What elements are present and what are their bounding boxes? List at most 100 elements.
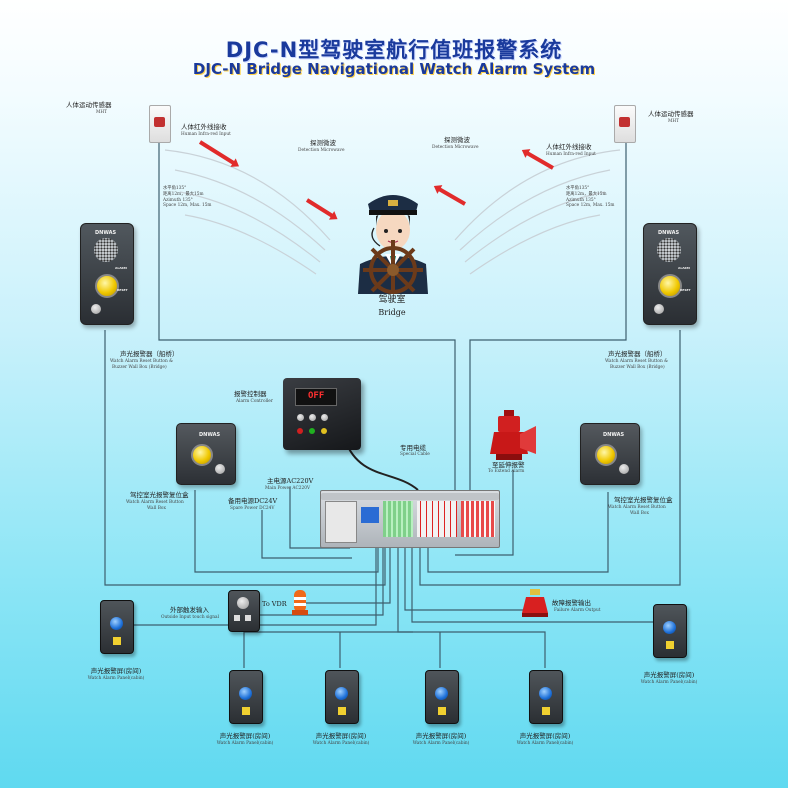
cabin-panel-1 bbox=[100, 600, 134, 654]
extend-alarm-horn bbox=[490, 410, 536, 460]
cabin-panel-1-label: 声光报警屏(房间) bbox=[90, 667, 142, 675]
indicator-led bbox=[321, 428, 327, 434]
detection-arc bbox=[179, 191, 321, 263]
detection-arc bbox=[459, 169, 611, 251]
failure-alarm-label: 故障报警输出 bbox=[552, 599, 591, 607]
reset-button[interactable] bbox=[191, 444, 213, 466]
relay-module bbox=[361, 507, 379, 523]
wire bbox=[158, 142, 456, 490]
wall-box-brand: DNWAS bbox=[658, 230, 680, 236]
wire bbox=[289, 487, 350, 549]
wire bbox=[298, 545, 391, 604]
key-icon bbox=[215, 464, 225, 474]
cabin-panel-5-label: 声光报警屏(房间) bbox=[519, 732, 571, 740]
cabin-panel-2-sublabel: Watch Alarm Panel(cabin) bbox=[216, 741, 274, 746]
cabin-panel-3-sublabel: Watch Alarm Panel(cabin) bbox=[312, 741, 370, 746]
controller-display: OFF bbox=[295, 388, 337, 406]
speaker-icon bbox=[94, 238, 118, 262]
input-knob-icon[interactable] bbox=[237, 597, 249, 609]
microwave-right-label: 探测微波 bbox=[444, 136, 470, 144]
controller-button[interactable] bbox=[309, 414, 316, 421]
wire bbox=[243, 631, 546, 668]
speaker-icon bbox=[657, 238, 681, 262]
wire bbox=[455, 470, 514, 556]
sensor-right-label: 人体运动传感器 bbox=[648, 110, 694, 118]
terminal-icon bbox=[234, 615, 240, 621]
infrared-left-label: 人体红外线接收 bbox=[181, 123, 227, 131]
reset-button[interactable] bbox=[95, 274, 119, 298]
wire bbox=[419, 330, 681, 586]
infrared-left-sublabel: Human Infra-red Input bbox=[181, 132, 231, 137]
cabin-panel-3 bbox=[325, 670, 359, 724]
controller-sublabel: Alarm Controller bbox=[236, 399, 273, 404]
detection-arc bbox=[464, 191, 606, 263]
reset-box-brand: DNWAS bbox=[603, 432, 625, 438]
spare-power-label: 备用电源DC24V bbox=[228, 497, 278, 505]
main-power-label: 主电源AC220V bbox=[267, 477, 314, 485]
cabin-panel-6-sublabel: Watch Alarm Panel(cabin) bbox=[640, 680, 698, 685]
failure-alarm-lamp bbox=[522, 589, 548, 617]
reset-box-left-sublabel2: Wall Box bbox=[147, 506, 166, 511]
controller-button[interactable] bbox=[321, 414, 328, 421]
detection-arc bbox=[174, 169, 326, 251]
acknowledge-button[interactable] bbox=[110, 617, 123, 630]
reset-box-left: DNWAS bbox=[176, 423, 236, 485]
alarm-label: ALARM bbox=[115, 266, 127, 270]
indicator-led bbox=[309, 428, 315, 434]
microwave-left-sublabel: Detection Microwave bbox=[298, 148, 345, 153]
wall-box-right-sublabel2: Buzzer Wall Box (Bridge) bbox=[610, 365, 665, 370]
indicator-icon bbox=[242, 707, 250, 715]
wire bbox=[261, 510, 352, 559]
bridge-label-cn: 驾驶室 bbox=[378, 295, 406, 305]
controller-button[interactable] bbox=[297, 414, 304, 421]
wire bbox=[404, 545, 528, 611]
captain-illustration bbox=[358, 195, 428, 294]
terminal-strip bbox=[417, 501, 457, 537]
indicator-icon bbox=[542, 707, 550, 715]
cabin-panel-2 bbox=[229, 670, 263, 724]
alarm-label: ALARM bbox=[678, 266, 690, 270]
vdr-label: To VDR bbox=[262, 600, 287, 608]
power-supply-module bbox=[325, 501, 357, 543]
sensor-left-sublabel: MHT bbox=[96, 110, 108, 115]
acknowledge-button[interactable] bbox=[239, 687, 252, 700]
acknowledge-button[interactable] bbox=[663, 621, 676, 634]
cabin-panel-6-label: 声光报警屏(房间) bbox=[643, 671, 695, 679]
cabin-panel-1-sublabel: Watch Alarm Panel(cabin) bbox=[87, 676, 145, 681]
cabin-panel-3-label: 声光报警屏(房间) bbox=[315, 732, 367, 740]
acknowledge-button[interactable] bbox=[435, 687, 448, 700]
sensor-right-sublabel: MHT bbox=[668, 119, 680, 124]
display-text: OFF bbox=[308, 391, 325, 401]
infrared-right-label: 人体红外线接收 bbox=[546, 143, 592, 151]
extend-alarm-label: 至延伸报警 bbox=[492, 461, 525, 469]
reset-button[interactable] bbox=[595, 444, 617, 466]
reset-box-right-sublabel1: Watch Alarm Reset Button bbox=[608, 505, 666, 510]
microwave-right-sublabel: Detection Microwave bbox=[432, 145, 479, 150]
wall-box-left-sublabel2: Buzzer Wall Box (Bridge) bbox=[112, 365, 167, 370]
wire bbox=[344, 439, 419, 491]
acknowledge-button[interactable] bbox=[335, 687, 348, 700]
wall-box-left-sublabel1: Watch Alarm Reset Button & bbox=[110, 359, 173, 364]
motion-sensor-right bbox=[614, 105, 636, 143]
wire bbox=[194, 490, 379, 573]
wall-box-left-label: 声光报警器（船桥） bbox=[120, 350, 179, 358]
cabin-panel-5-sublabel: Watch Alarm Panel(cabin) bbox=[516, 741, 574, 746]
wire bbox=[104, 330, 386, 586]
reset-button[interactable] bbox=[658, 274, 682, 298]
sensor-left-label: 人体运动传感器 bbox=[66, 101, 112, 109]
cable-label: 专用电缆 bbox=[400, 444, 426, 452]
detection-arc bbox=[164, 149, 331, 241]
alarm-controller: OFF bbox=[283, 378, 361, 450]
din-rail bbox=[321, 493, 499, 500]
title-en: DJC-N Bridge Navigational Watch Alarm Sy… bbox=[192, 60, 596, 78]
outside-input-sublabel: Outside Input touch signal bbox=[161, 615, 219, 620]
vdr-beacon bbox=[292, 590, 308, 615]
detection-arc bbox=[184, 214, 317, 275]
terminal-icon bbox=[245, 615, 251, 621]
outside-input-label: 外部触发输入 bbox=[170, 606, 209, 614]
motion-sensor-left bbox=[149, 105, 171, 143]
acknowledge-button[interactable] bbox=[539, 687, 552, 700]
indicator-icon bbox=[338, 707, 346, 715]
